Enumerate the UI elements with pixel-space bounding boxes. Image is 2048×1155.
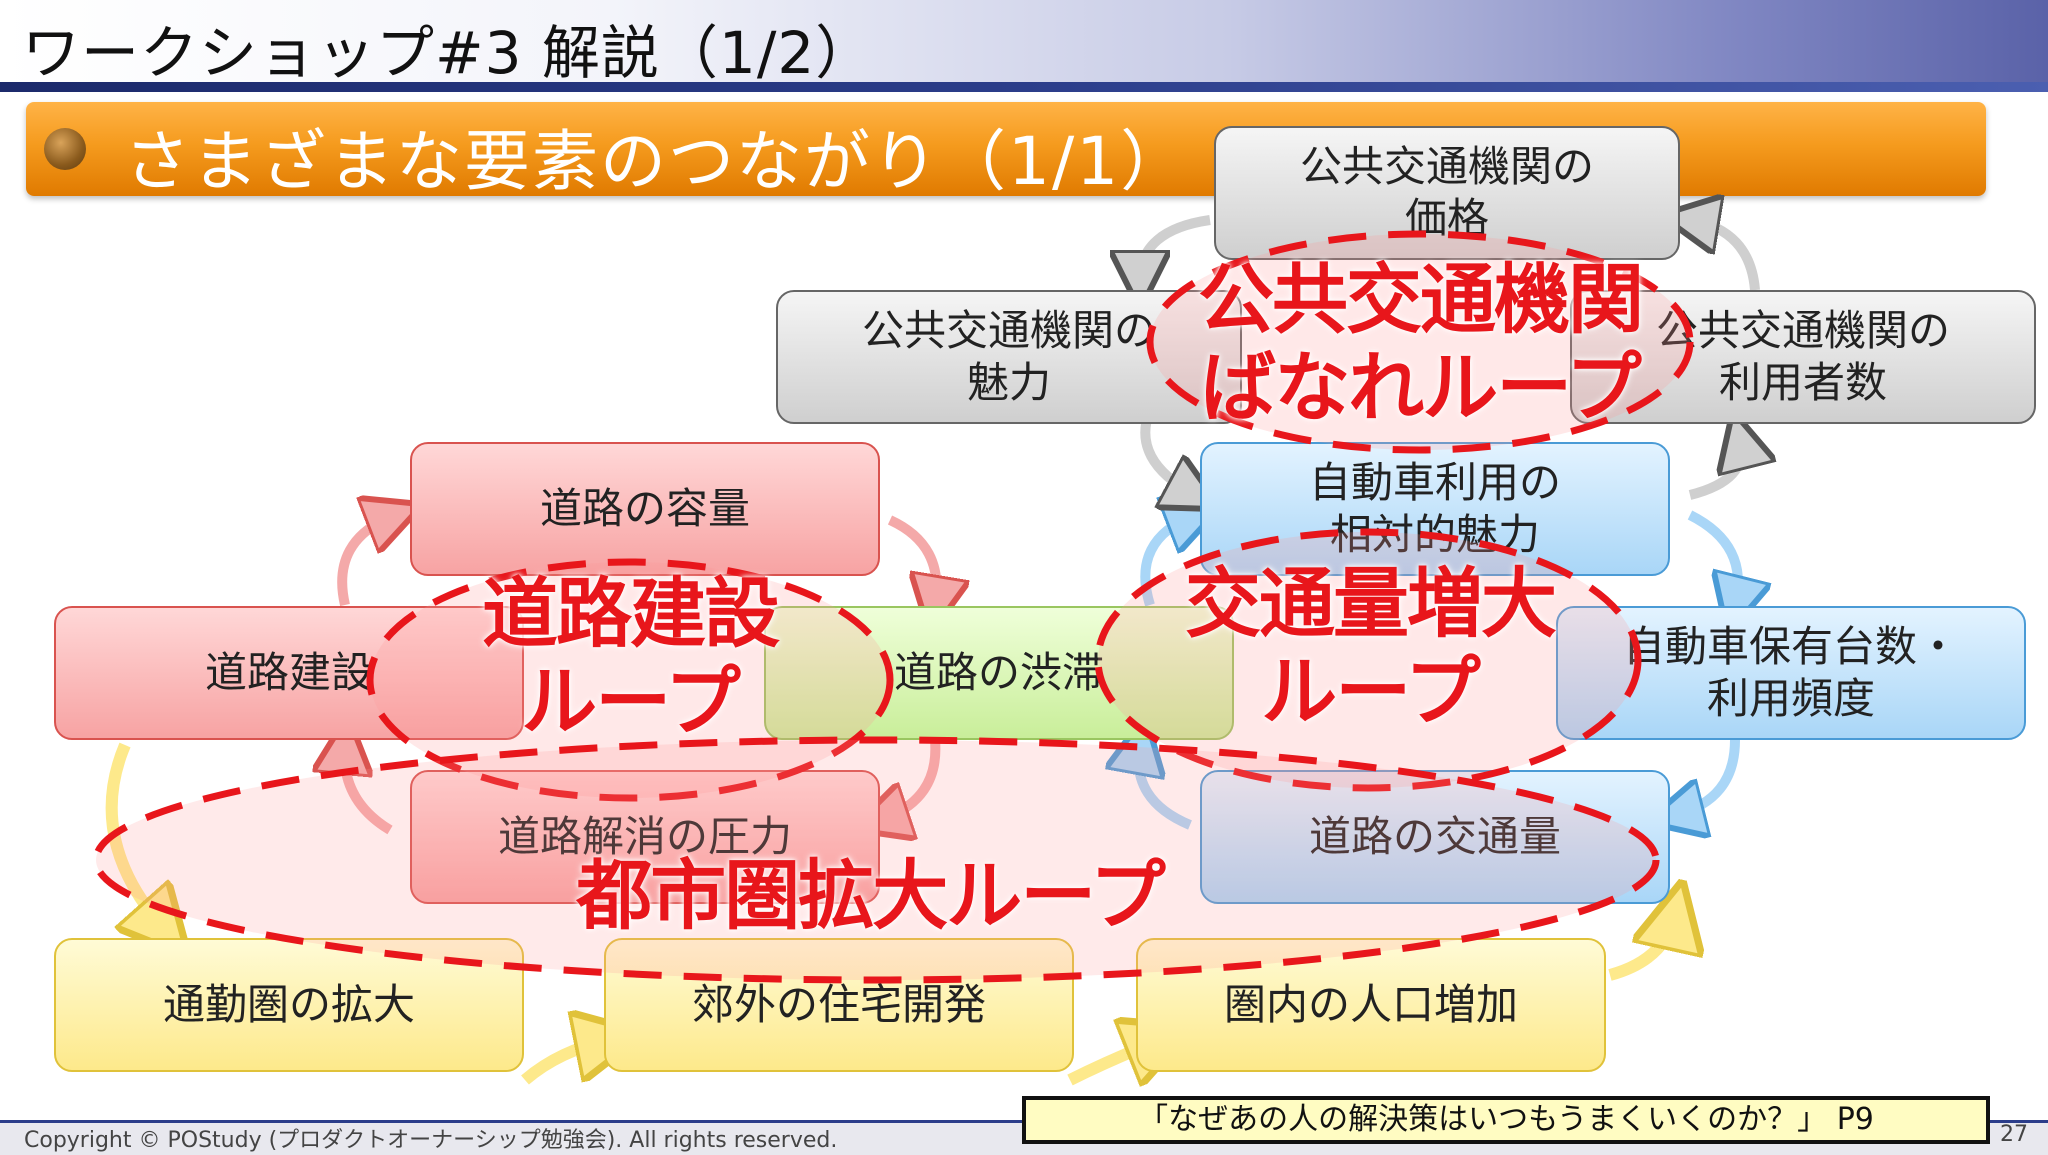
source-quote: 「なぜあの人の解決策はいつもうまくいくのか？」 P9 [1022,1096,1990,1144]
arrow-caruse-to-ownership [1687,510,1738,605]
arrow-population-to-traffic [1608,915,1675,981]
arrow-congestion-to-pressure [880,739,941,820]
node-population: 圏内の人口増加 [1136,938,1606,1072]
arrow-building-to-capacity [337,515,395,607]
city-loop-ellipse [92,736,1660,984]
node-road-traffic: 道路の交通量 [1200,770,1670,904]
traffic-loop-label: 交通量増大 ループ [1185,559,1557,736]
arrow-building-to-commute [105,742,165,930]
node-road-building: 道路建設 [54,606,524,740]
traffic-loop-ellipse [1094,528,1642,792]
arrow-capacity-to-congestion [887,515,937,605]
slide-title: ワークショップ#3 解説（1/2） [22,19,875,87]
title-bar: ワークショップ#3 解説（1/2） [0,0,2048,92]
arrow-caruse-to-users [1688,440,1741,500]
node-suburb-housing: 郊外の住宅開発 [604,938,1074,1072]
arrow-users-to-price [1690,220,1760,291]
arrow-congestion-to-caruse [1140,515,1195,607]
copyright-text: Copyright © POStudy (プロダクトオーナーシップ勉強会). A… [24,1128,838,1153]
section-title: さまざまな要素のつながり（1/1） [124,123,1189,200]
node-public-users: 公共交通機関の 利用者数 [1570,290,2036,424]
node-car-appeal: 自動車利用の 相対的魅力 [1200,442,1670,576]
node-public-appeal: 公共交通機関の 魅力 [776,290,1242,424]
arrow-ownership-to-traffic [1675,739,1740,815]
public-loop-label: 公共交通機関 ばなれループ [1198,255,1644,432]
title-rule [0,82,2048,92]
road-loop-label: 道路建設 ループ [482,569,780,746]
arrow-pressure-to-building [345,745,393,835]
arrow-price-to-appeal [1140,215,1211,280]
node-public-price: 公共交通機関の 価格 [1214,126,1680,260]
node-road-congestion: 道路の渋滞 [764,606,1234,740]
arrow-commute-to-suburb [521,1040,610,1085]
node-road-capacity: 道路の容量 [410,442,880,576]
node-road-relief-pressure: 道路解消の圧力 [410,770,880,904]
city-loop-label: 都市圏拡大ループ [576,851,1165,940]
page-number: 27 [2000,1122,2028,1147]
bullet-icon [44,128,86,170]
arrow-traffic-to-congestion [1139,745,1192,830]
public-loop-ellipse [1146,230,1694,454]
